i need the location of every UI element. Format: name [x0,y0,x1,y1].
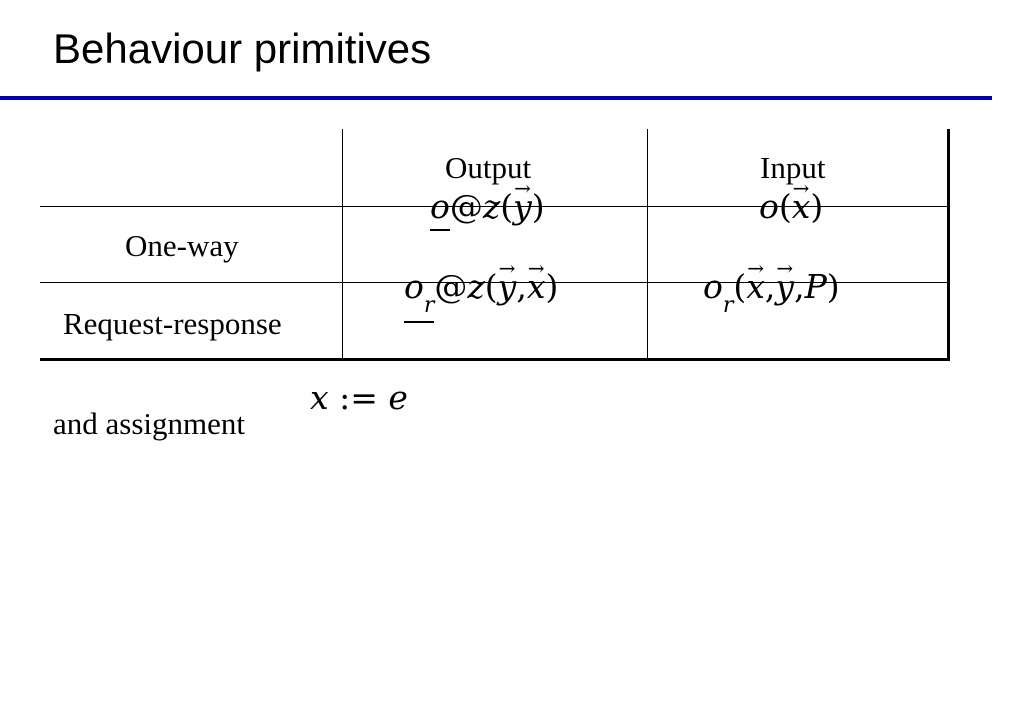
table-vline-right [947,129,950,361]
slide-title: Behaviour primitives [53,25,432,72]
table-hline-2 [40,282,950,283]
cell-rr-input: or(x,y,P) [703,267,840,317]
vector-x: x [746,270,765,303]
vector-y: y [498,270,517,303]
operation-o-r: or [404,267,435,323]
vector-y: y [775,270,794,303]
cell-oneway-input: o(x) [759,190,823,223]
cell-rr-output: or@z(y,x) [404,267,558,323]
assignment-formula: x := e [310,378,408,417]
operation-o: o [759,187,779,226]
operation-o: o [430,187,450,231]
vector-x: x [792,190,811,223]
table-vline-middle [647,129,648,359]
operation-o: o [703,267,723,306]
table-hline-bottom [40,358,950,361]
assignment-label: and assignment [53,406,245,441]
title-rule [0,96,992,100]
vector-y: y [513,190,532,223]
table-hline-1 [40,206,950,207]
row-header-request-response: Request-response [63,306,282,341]
table-vline-left [342,129,343,359]
cell-oneway-output: o@z(y) [430,187,545,231]
row-header-one-way: One-way [125,228,239,263]
vector-x: x [527,270,546,303]
process-p: P [804,267,827,306]
